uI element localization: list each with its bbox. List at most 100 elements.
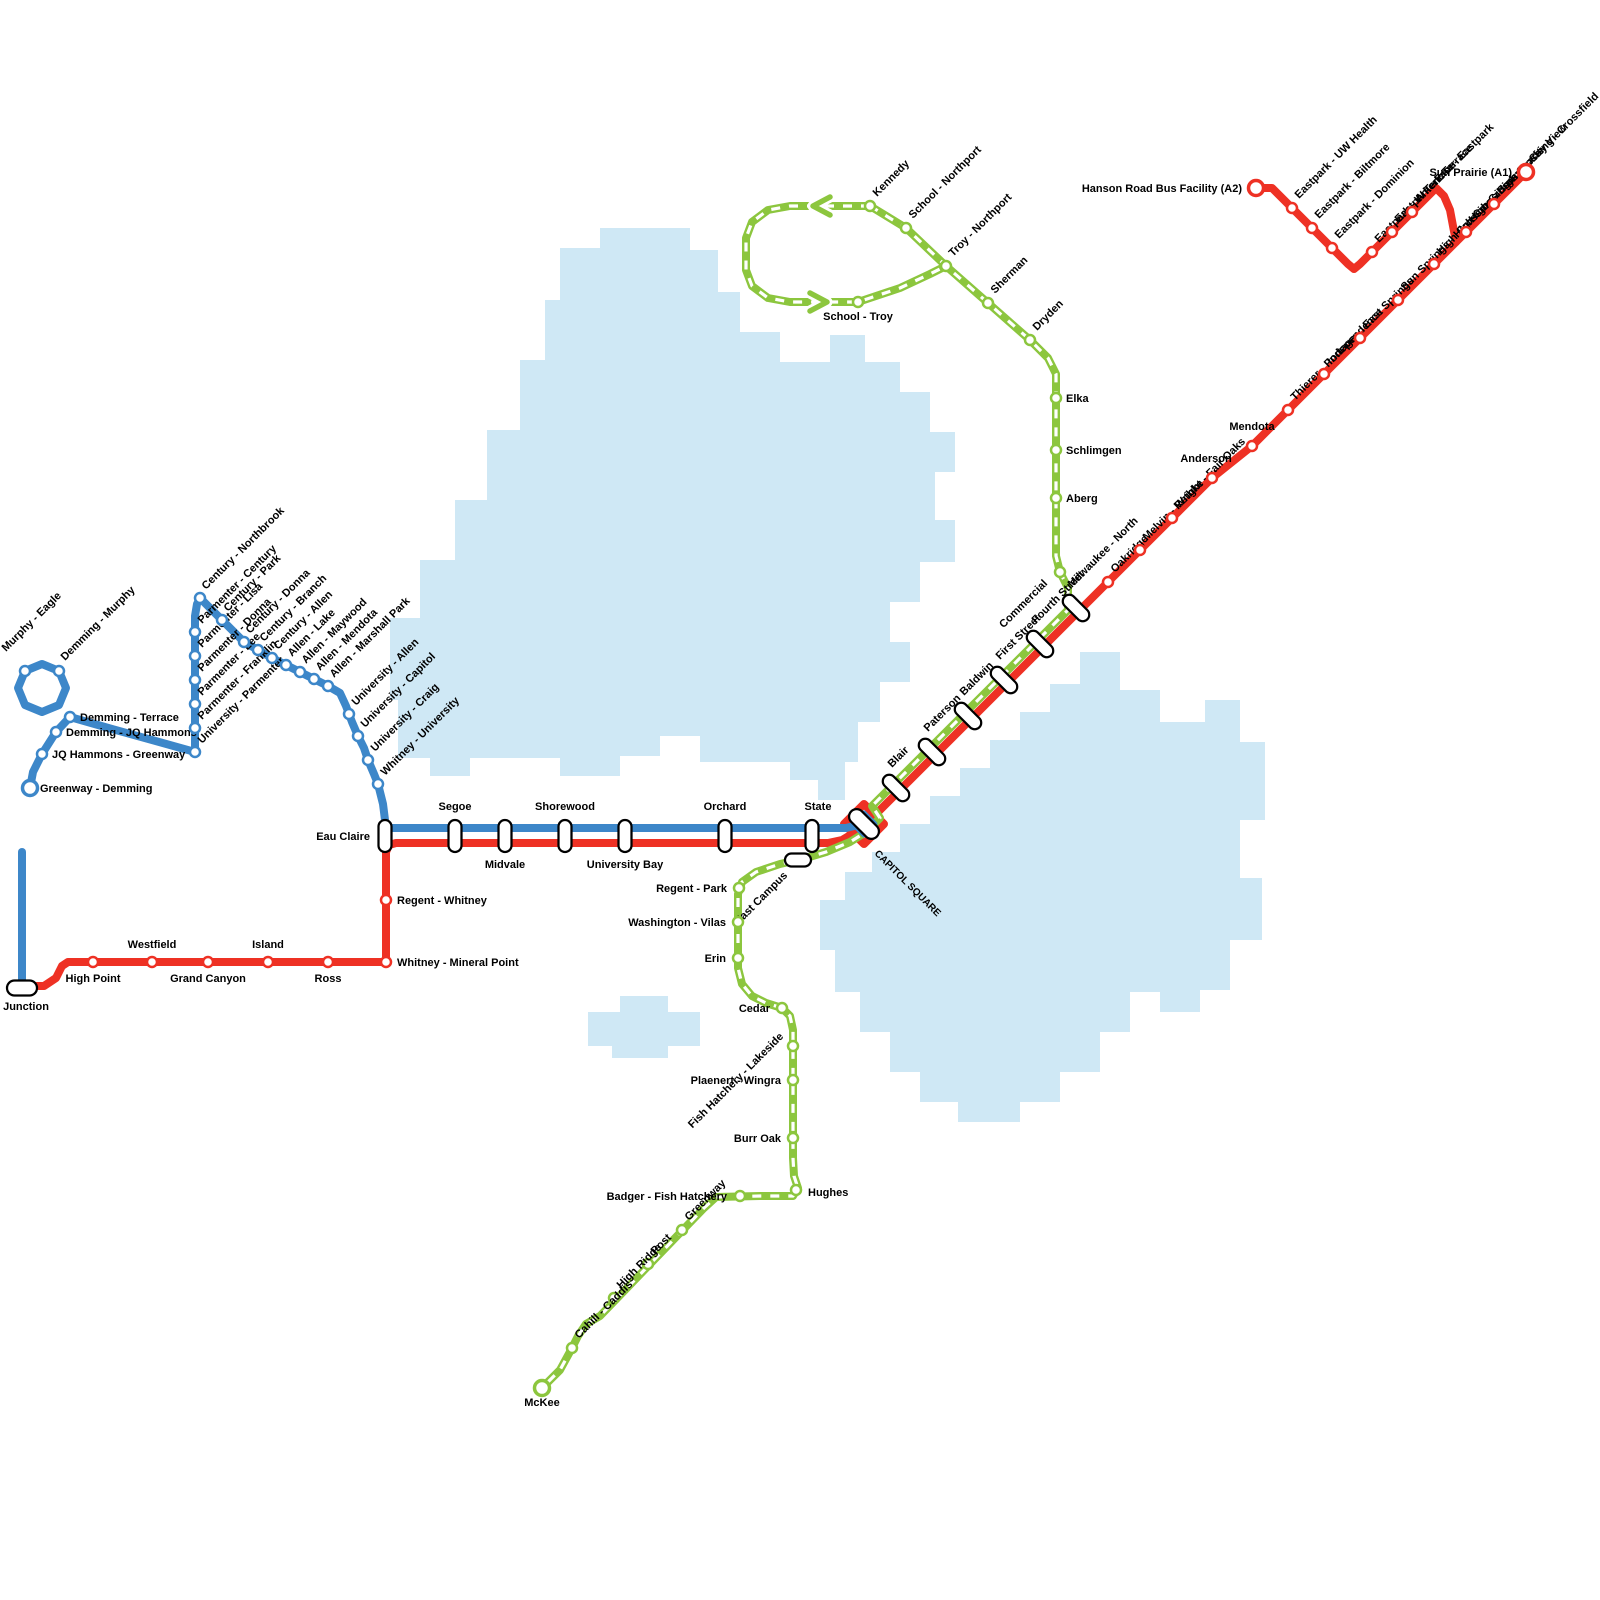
- station-hughes: Hughes: [789, 1183, 848, 1199]
- station-marker: [1165, 511, 1179, 525]
- station-marker: [35, 747, 49, 761]
- station-label-shorewood: Shorewood: [535, 801, 595, 813]
- station-elka: Elka: [1049, 391, 1090, 405]
- station-label-schlimgen: Schlimgen: [1066, 445, 1122, 457]
- station-label-westfield: Westfield: [128, 939, 177, 951]
- station-marker: [1385, 225, 1399, 239]
- station-marker: [731, 951, 745, 965]
- station-label-orchard: Orchard: [704, 801, 747, 813]
- station-marker: [1427, 257, 1441, 271]
- red-line-a-path-1: [1252, 184, 1460, 273]
- interchange-marker: [804, 818, 820, 854]
- terminus-marker: [20, 778, 40, 798]
- station-label-erin: Erin: [705, 953, 727, 965]
- station-school-troy: School - Troy: [823, 295, 894, 323]
- station-marker: [215, 613, 229, 627]
- station-marker: [351, 729, 365, 743]
- station-label-washington-vilas: Washington - Vilas: [628, 917, 726, 929]
- station-marker: [193, 591, 207, 605]
- station-mendota: Mendota: [1229, 421, 1275, 453]
- station-high-point: High Point: [66, 955, 121, 985]
- station-marker: [565, 1341, 579, 1355]
- station-marker: [293, 665, 307, 679]
- station-aberg: Aberg: [1049, 491, 1098, 505]
- terminus-marker: [532, 1378, 552, 1398]
- station-marker: [786, 1039, 800, 1053]
- station-grand-canyon: Grand Canyon: [170, 955, 246, 985]
- station-hanson-road-bus-facility-a2: Hanson Road Bus Facility (A2): [1082, 178, 1266, 198]
- station-schlimgen: Schlimgen: [1049, 443, 1122, 457]
- lake-mendota: [390, 228, 955, 800]
- station-washington-vilas: Washington - Vilas: [628, 915, 745, 929]
- station-marker: [1285, 201, 1299, 215]
- station-marker: [641, 1257, 655, 1271]
- station-orchard: Orchard: [704, 801, 747, 854]
- interchange-marker: [557, 818, 573, 854]
- station-burr-oak: Burr Oak: [734, 1131, 800, 1145]
- station-label-hughes: Hughes: [808, 1187, 848, 1199]
- station-marker: [1365, 245, 1379, 259]
- station-marker: [1053, 565, 1067, 579]
- interchange-marker: [5, 979, 39, 997]
- station-marker: [321, 955, 335, 969]
- station-label-demming-jq-hammons: Demming - JQ Hammons: [66, 727, 197, 739]
- loop-arrow-west: [810, 194, 833, 218]
- station-marker: [265, 651, 279, 665]
- lake-monona: [820, 652, 1265, 1122]
- station-greenway-demming: Greenway - Demming: [20, 778, 152, 798]
- station-plaenert-wingra: Plaenert - Wingra: [691, 1073, 800, 1087]
- station-label-cedar: Cedar: [739, 1003, 771, 1015]
- station-marker: [307, 672, 321, 686]
- station-label-elka: Elka: [1066, 393, 1090, 405]
- station-marker: [201, 955, 215, 969]
- station-marker: [188, 697, 202, 711]
- station-label-burr-oak: Burr Oak: [734, 1133, 782, 1145]
- station-label-anderson: Anderson: [1180, 453, 1232, 465]
- green-line-b-dash-overlay-1: [744, 204, 947, 304]
- station-marker: [1245, 439, 1259, 453]
- station-marker: [1487, 197, 1501, 211]
- station-mckee: McKee: [524, 1378, 560, 1409]
- station-marker: [188, 745, 202, 759]
- station-marker: [371, 777, 385, 791]
- station-label-mckee: McKee: [524, 1397, 559, 1409]
- station-ross: Ross: [315, 955, 341, 985]
- station-marker: [279, 658, 293, 672]
- station-erin: Erin: [705, 951, 745, 965]
- station-marker: [342, 707, 356, 721]
- station-marker: [188, 625, 202, 639]
- red-line-a-path-0: [26, 170, 1528, 990]
- station-marker: [732, 881, 746, 895]
- station-whitney-mineral-point: Whitney - Mineral Point: [379, 955, 519, 969]
- station-marker: [237, 635, 251, 649]
- station-marker: [607, 1291, 621, 1305]
- station-marker: [188, 649, 202, 663]
- station-marker: [379, 955, 393, 969]
- station-marker: [1459, 225, 1473, 239]
- station-marker: [675, 1223, 689, 1237]
- station-label-state: State: [805, 801, 832, 813]
- interchange-marker: [847, 807, 881, 841]
- station-marker: [86, 955, 100, 969]
- station-label-school-troy: School - Troy: [823, 311, 894, 323]
- station-segoe: Segoe: [438, 801, 472, 854]
- interchange-marker: [1025, 629, 1055, 659]
- station-marker: [733, 1189, 747, 1203]
- station-label-whitney-mineral-point: Whitney - Mineral Point: [397, 957, 519, 969]
- station-marker: [786, 1073, 800, 1087]
- station-label-jq-hammons-greenway: JQ Hammons - Greenway: [52, 749, 186, 761]
- station-island: Island: [252, 939, 284, 969]
- station-label-demming-terrace: Demming - Terrace: [80, 712, 179, 724]
- interchange-marker: [917, 737, 947, 767]
- station-marker: [863, 199, 877, 213]
- loop-arrow-east: [807, 290, 830, 314]
- interchange-marker: [953, 701, 983, 731]
- station-jq-hammons-greenway: JQ Hammons - Greenway: [35, 747, 186, 761]
- station-label-badger-fish-hatchery: Badger - Fish Hatchery: [607, 1191, 728, 1203]
- interchange-marker: [717, 818, 733, 854]
- station-university-bay: University Bay: [587, 818, 664, 871]
- station-eau-claire: Eau Claire: [316, 818, 393, 854]
- station-marker: [52, 664, 66, 678]
